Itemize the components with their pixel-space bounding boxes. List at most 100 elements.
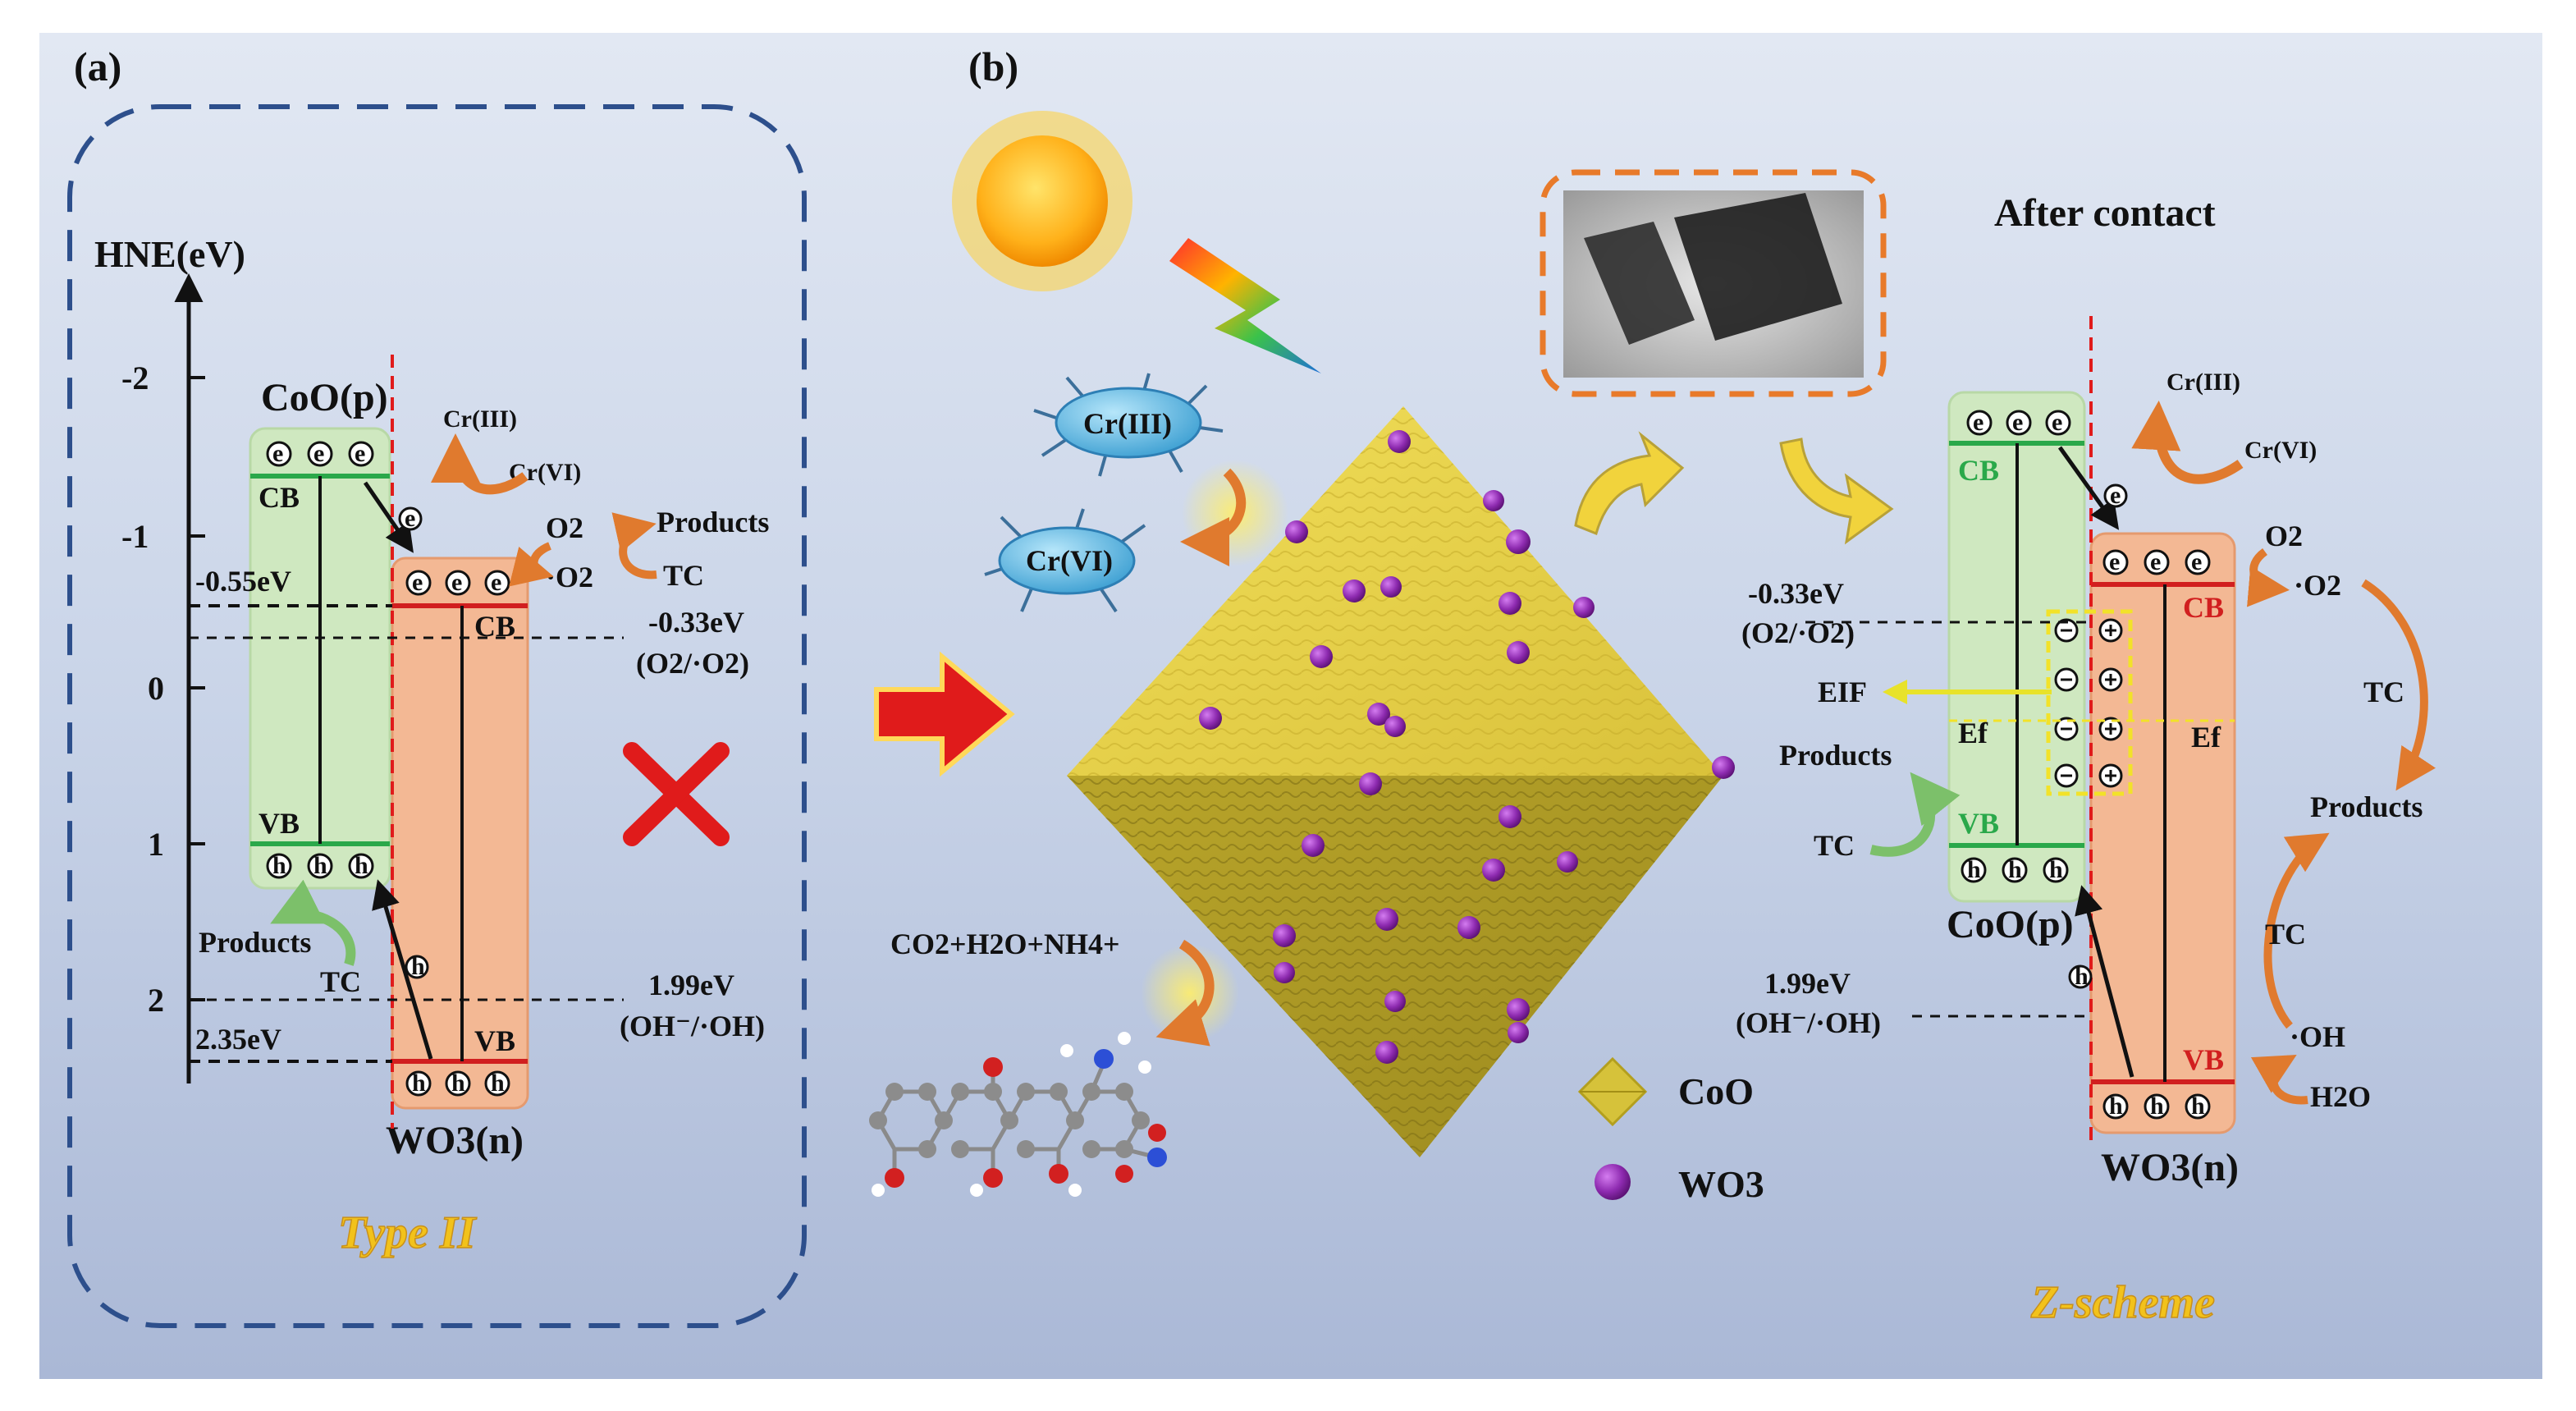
- svg-text:e: e: [2109, 548, 2120, 575]
- products-label: Products: [199, 926, 311, 959]
- o2-reduction-arrow: [509, 542, 554, 587]
- tick-label: 0: [148, 670, 164, 707]
- electron-set: e e e: [2102, 548, 2211, 575]
- vb-label: VB: [259, 807, 300, 840]
- cr6-molecule-icon: [984, 508, 1146, 613]
- o2-label: O2: [2265, 520, 2303, 552]
- tick-label: -1: [121, 518, 149, 555]
- tc-label: TC: [320, 965, 361, 998]
- process-arrow-icon: [874, 651, 1015, 777]
- electron-set: e e e: [1966, 409, 2071, 436]
- svg-text:e: e: [355, 440, 365, 467]
- wo3-label: WO3(n): [2101, 1146, 2239, 1189]
- oh-couple: (OH⁻/·OH): [1736, 1006, 1881, 1039]
- svg-text:h: h: [411, 953, 425, 980]
- tick-label: 2: [148, 982, 164, 1019]
- hole-set: h h h: [1961, 856, 2069, 883]
- svg-text:h: h: [412, 1070, 426, 1097]
- cr-reduction-arrow: [431, 433, 528, 495]
- svg-text:e: e: [1973, 409, 1983, 436]
- hole-transfer-arrow: [2075, 885, 2134, 1078]
- fermi-level-label: Ef: [1958, 717, 1988, 749]
- svg-text:e: e: [2110, 482, 2121, 509]
- cr-reduction-arrow: [1180, 468, 1247, 566]
- curved-arrow-icon: [1779, 438, 1894, 545]
- cr3-label: Cr(III): [1083, 407, 1172, 440]
- svg-text:e: e: [2012, 409, 2023, 436]
- oh-couple: (OH⁻/·OH): [620, 1010, 765, 1042]
- svg-text:h: h: [355, 852, 368, 879]
- products-label: Products: [2310, 790, 2423, 823]
- svg-text:h: h: [2049, 856, 2063, 883]
- tc-degradation-arrow: [270, 879, 356, 966]
- axis-ticks: -2 -1 0 1 2: [121, 360, 205, 1019]
- electron-set: e e e: [266, 440, 374, 467]
- svg-text:h: h: [491, 1070, 505, 1097]
- svg-text:h: h: [2191, 1093, 2205, 1120]
- tc-label: TC: [2363, 676, 2404, 708]
- svg-text:e: e: [491, 569, 501, 596]
- svg-text:h: h: [2109, 1093, 2123, 1120]
- tc-degradation-arrow: [611, 512, 657, 580]
- hole-transfer-arrow: [372, 879, 433, 1060]
- electron-transfer-arrow: [363, 481, 414, 553]
- coo-cb-value: -0.55eV: [195, 565, 291, 598]
- oh-radical: ·OH: [2290, 1020, 2345, 1053]
- wo3-particles: [1199, 430, 1735, 1064]
- panel-label-b: (b): [968, 44, 1018, 89]
- tick-label: 1: [148, 826, 164, 863]
- o2-couple: (O2/·O2): [636, 647, 749, 680]
- svg-text:e: e: [272, 440, 283, 467]
- mineralization-products: CO2+H2O+NH4+: [890, 928, 1120, 960]
- legend-coo-label: CoO: [1678, 1070, 1754, 1112]
- axis-title: HNE(eV): [94, 233, 245, 275]
- hole-set: h h h: [405, 1070, 510, 1097]
- tem-image: [1563, 190, 1864, 378]
- h2o-label: H2O: [2310, 1080, 2371, 1113]
- svg-text:e: e: [412, 569, 423, 596]
- tick-label: -2: [121, 360, 149, 396]
- svg-text:h: h: [2008, 856, 2022, 883]
- eif-label: EIF: [1818, 676, 1867, 708]
- svg-text:e: e: [2150, 548, 2161, 575]
- cr3-label: Cr(III): [2166, 369, 2240, 396]
- o2-potential: -0.33eV: [1748, 577, 1844, 610]
- cross-mark-icon: [623, 742, 730, 846]
- panel-label-a: (a): [74, 44, 121, 89]
- hole-set: h h h: [266, 852, 374, 879]
- svg-text:h: h: [2150, 1093, 2164, 1120]
- hole-set: h h h: [2102, 1093, 2211, 1120]
- wo3-vb-value: 2.35eV: [195, 1023, 281, 1056]
- scheme-label-z-scheme: Z-scheme: [2030, 1277, 2215, 1328]
- svg-text:h: h: [272, 852, 286, 879]
- svg-text:e: e: [451, 569, 462, 596]
- cb-label: CB: [2183, 591, 2224, 624]
- legend-wo3-label: WO3: [1678, 1163, 1764, 1205]
- h2o-oxidation-arrow: [2250, 1055, 2308, 1105]
- oh-potential: 1.99eV: [1764, 967, 1851, 1000]
- coo-label: CoO(p): [261, 376, 388, 419]
- products-label: Products: [657, 506, 769, 538]
- cr3-molecule-icon: [1033, 373, 1224, 477]
- o2-couple: (O2/·O2): [1741, 616, 1855, 649]
- o2-potential: -0.33eV: [648, 606, 744, 639]
- cr6-label: Cr(VI): [1026, 544, 1113, 577]
- tc-label: TC: [2265, 918, 2306, 951]
- sun-icon: [952, 111, 1132, 291]
- vb-label: VB: [474, 1024, 515, 1057]
- lightning-icon: [1169, 238, 1321, 373]
- svg-text:h: h: [2075, 963, 2089, 990]
- electron-transfer-arrow: [2057, 446, 2120, 530]
- degradation-arrow: [1155, 939, 1215, 1047]
- vb-label: VB: [1958, 807, 1999, 840]
- svg-text:h: h: [451, 1070, 465, 1097]
- svg-text:e: e: [2191, 548, 2202, 575]
- tc-label: TC: [663, 559, 704, 592]
- o2-radical: ·O2: [546, 561, 593, 593]
- svg-text:e: e: [313, 440, 324, 467]
- cb-label: CB: [259, 481, 300, 514]
- space-charge-region: [2046, 609, 2133, 796]
- o2-reduction-arrow: [2246, 547, 2290, 607]
- fermi-level-label: Ef: [2191, 721, 2221, 754]
